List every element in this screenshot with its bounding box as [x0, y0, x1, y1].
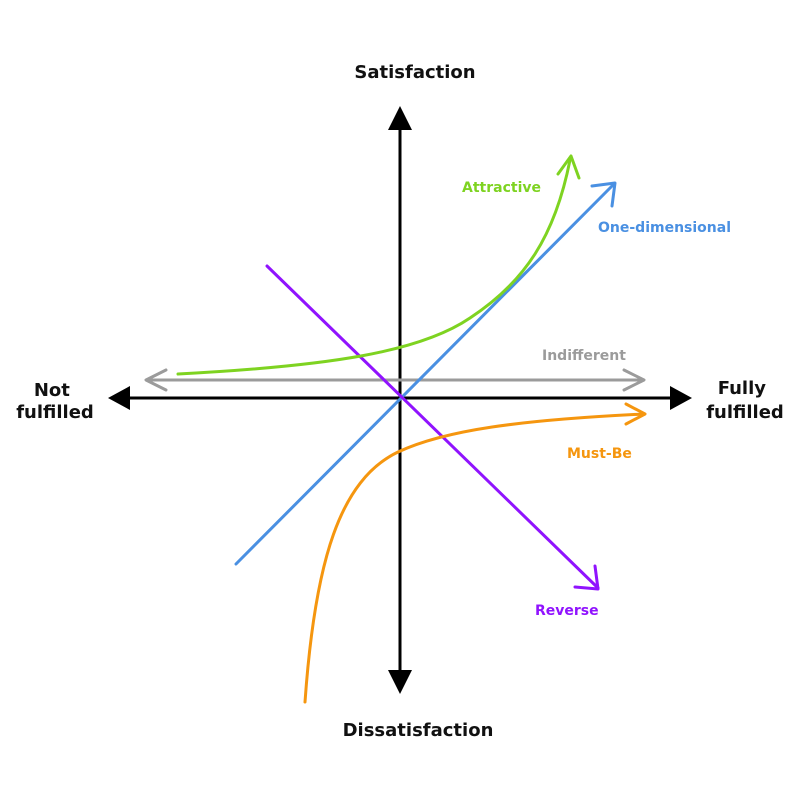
- fully-fulfilled-line-1: Fully: [718, 378, 767, 399]
- reverse-arrowhead: [573, 564, 600, 591]
- reverse-curve: [265, 264, 600, 590]
- not-fulfilled-line-2: fulfilled: [16, 402, 94, 423]
- axis-labels: Satisfaction Dissatisfaction Not fulfill…: [16, 62, 784, 741]
- one-dimensional-label: One-dimensional: [598, 220, 731, 236]
- attractive-curve: [176, 158, 572, 376]
- one-dimensional-arrowhead: [590, 181, 617, 208]
- attractive-arrowhead: [556, 154, 581, 180]
- not-fulfilled-line-1: Not: [34, 380, 70, 401]
- reverse-label: Reverse: [535, 603, 599, 619]
- must-be-curve: [303, 412, 646, 704]
- must-be-arrowhead: [624, 402, 647, 426]
- fully-fulfilled-label: Fully fulfilled: [706, 378, 784, 423]
- attractive-label: Attractive: [462, 180, 541, 196]
- indifferent-arrowhead-right: [622, 368, 646, 392]
- not-fulfilled-label: Not fulfilled: [16, 380, 94, 423]
- left-arrowhead: [108, 386, 130, 410]
- must-be-label: Must-Be: [567, 446, 632, 462]
- indifferent-label: Indifferent: [542, 348, 626, 364]
- bottom-arrowhead: [388, 670, 412, 694]
- indifferent-arrowhead-left: [144, 368, 168, 392]
- dissatisfaction-label: Dissatisfaction: [343, 720, 494, 741]
- curve-labels: Attractive One-dimensional Indifferent M…: [462, 180, 731, 619]
- fully-fulfilled-line-2: fulfilled: [706, 402, 784, 423]
- right-arrowhead: [670, 386, 692, 410]
- satisfaction-label: Satisfaction: [354, 62, 475, 83]
- curves: [144, 154, 647, 704]
- top-arrowhead: [388, 106, 412, 130]
- one-dimensional-curve: [234, 182, 616, 566]
